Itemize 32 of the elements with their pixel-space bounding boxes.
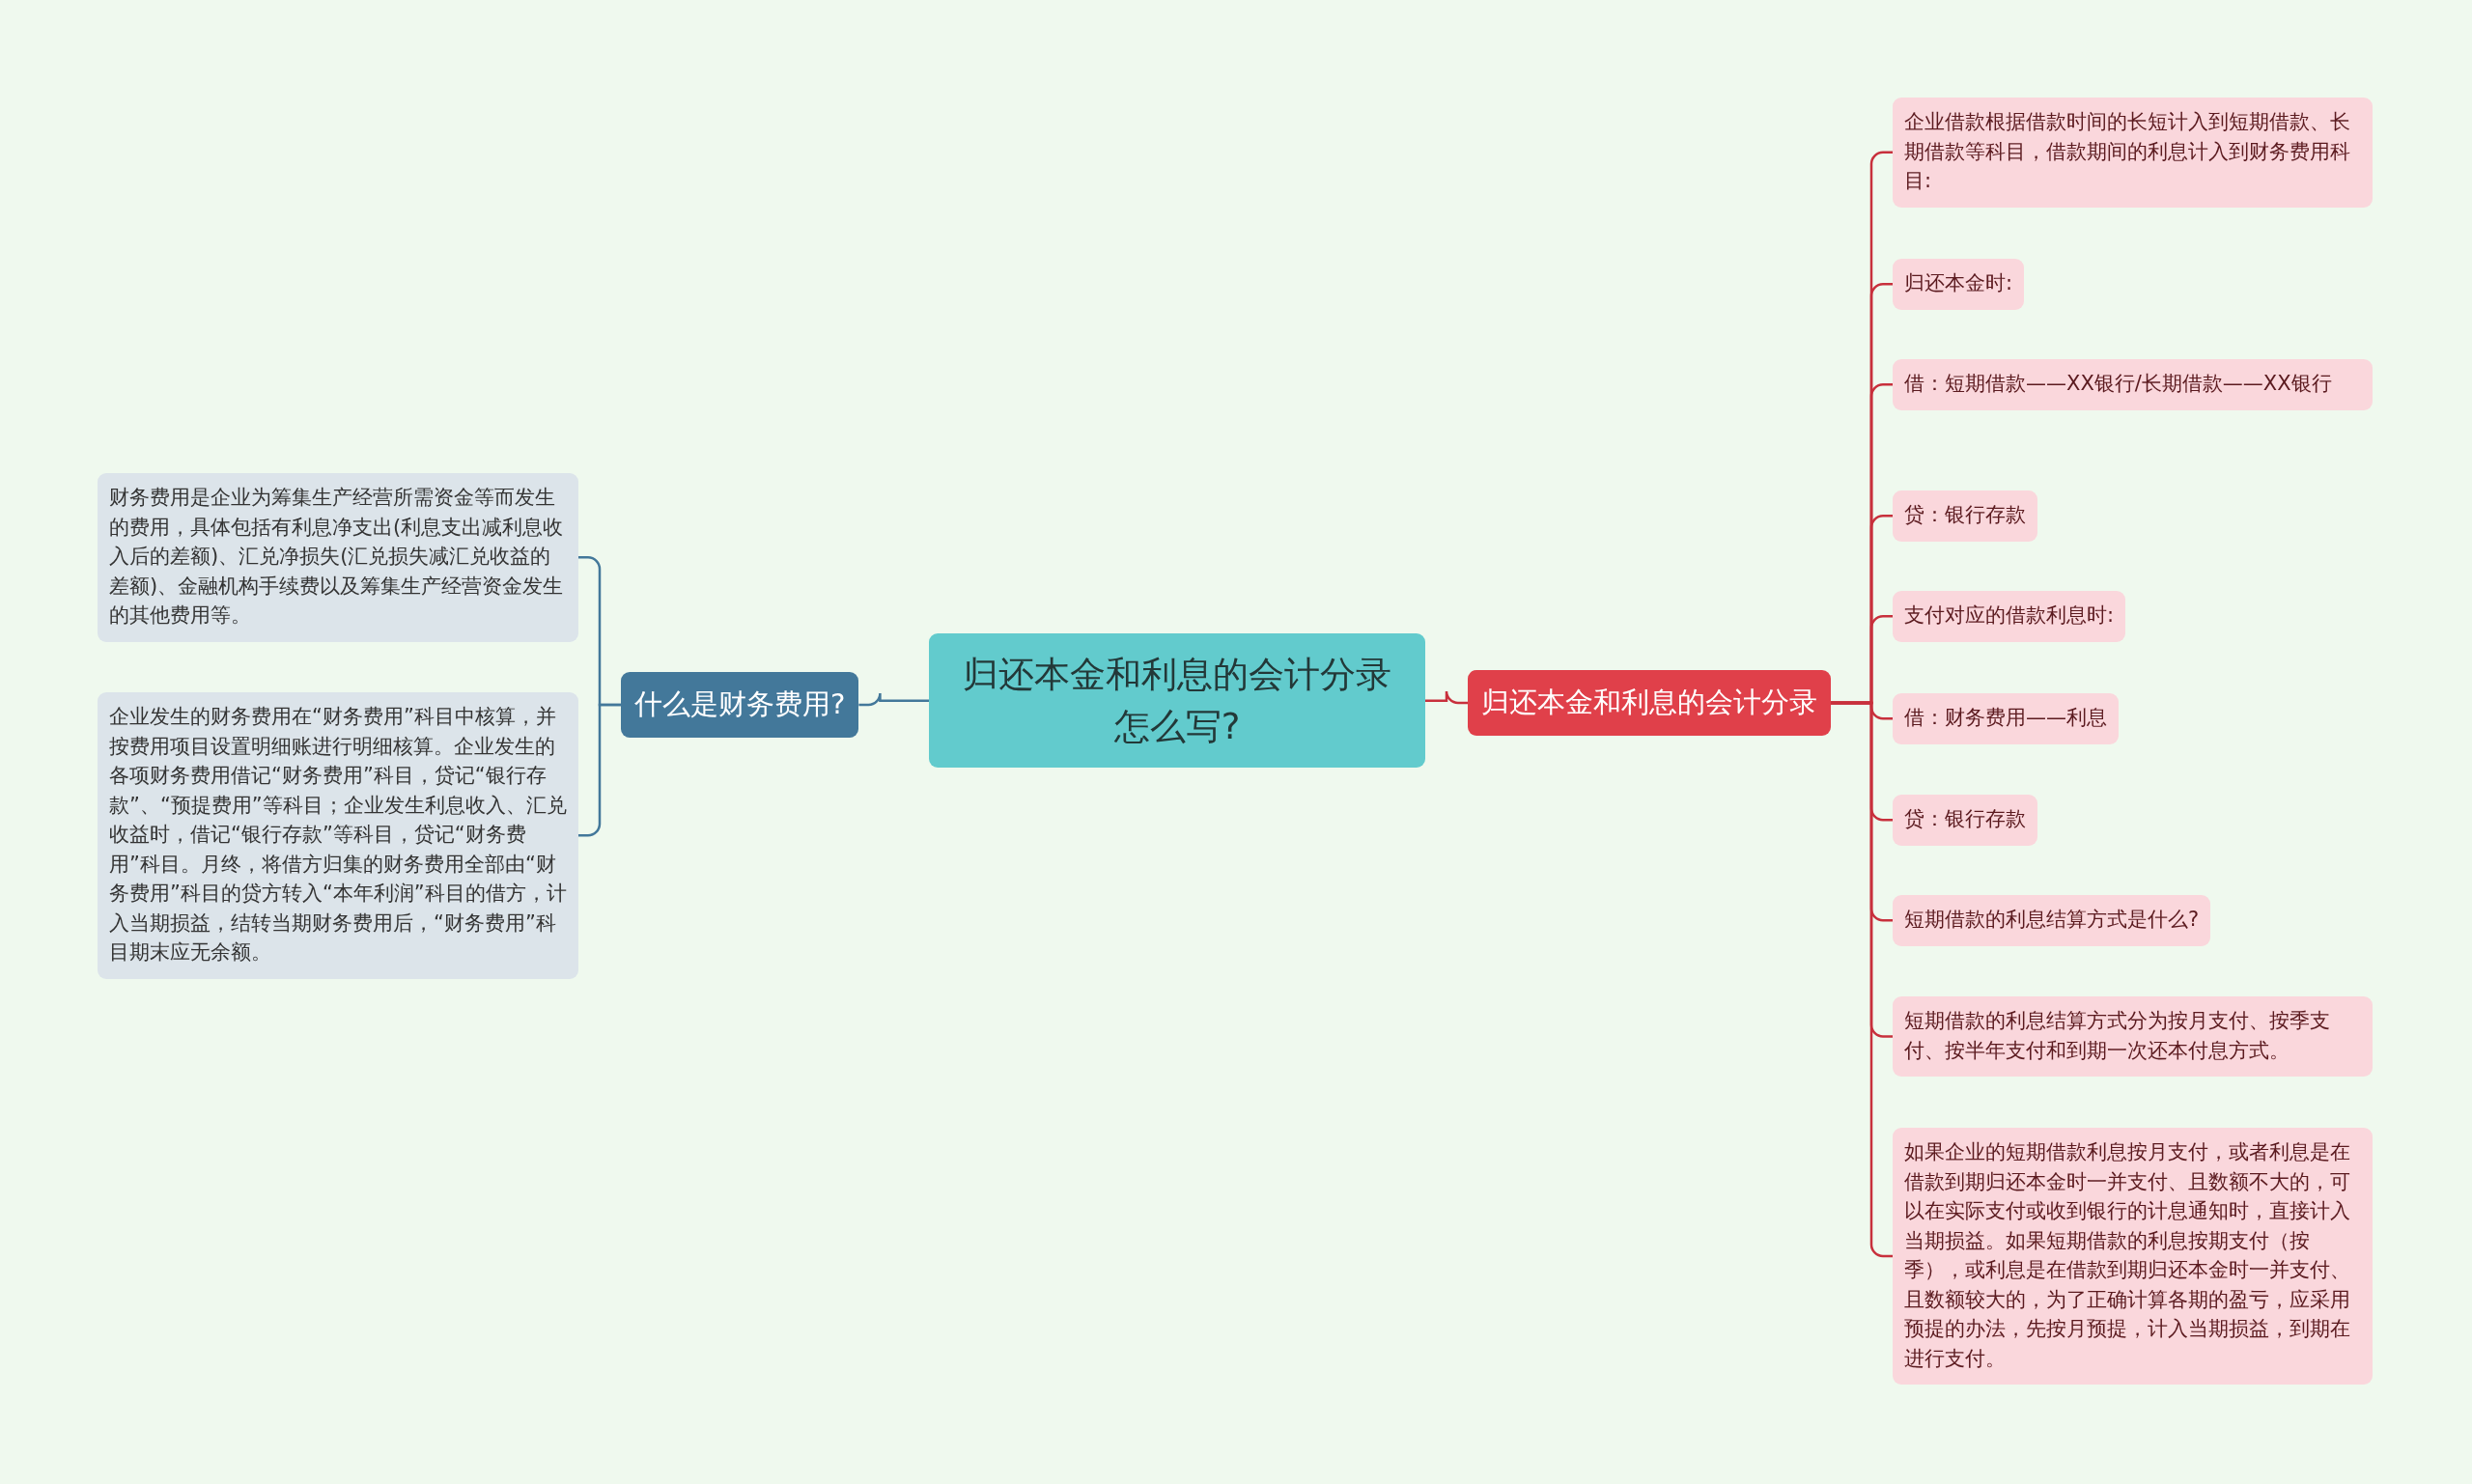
note-text: 归还本金时: [1904,270,2013,296]
topic-text: 归还本金和利息的会计分录 [1481,685,1817,720]
topic-text: 归还本金和利息的会计分录怎么写? [962,653,1392,749]
connector-line [578,703,621,837]
note-card [1893,259,2025,310]
note-card [1893,490,2037,542]
note-text: 企业借款根据借款时间的长短计入到短期借款、长期借款等科目，借款期间的利息计入到财务费用科目: [1904,109,2351,194]
note-card [1893,795,2037,846]
note-text: 财务费用是企业为筹集生产经营所需资金等而发生的费用，具体包括有利息净支出(利息支出减利息收入后的差额)、汇兑净损失(汇兑损失减汇兑收益的差额)、金融机构手续费以及筹集生产经营资金发生的其他费用等。 [109,485,565,629]
note-text: 如果企业的短期借款利息按月支付，或者利息是在借款到期归还本金时一并支付、且数额不大的，可以在实际支付或收到银行的计息通知时，直接计入当期损益。如果短期借款的利息按期支付（按季），或利息是在借款到期归还本金时一并支付、且数额较大的，为了正确计算各期的盈亏，应采用预提的办法，先按月预提，计入当期损益，到期在进行支付。 [1904,1139,2351,1372]
note-text: 短期借款的利息结算方式分为按月支付、按季支付、按半年支付和到期一次还本付息方式。 [1904,1008,2331,1064]
connector-line [858,691,929,707]
note-card [1893,693,2119,744]
note-card [1893,1128,2373,1385]
note-text: 短期借款的利息结算方式是什么? [1904,907,2200,933]
topic-text: 什么是财务费用? [634,686,846,722]
note-card [1893,996,2373,1077]
note-text: 借：短期借款——XX银行/长期借款——XX银行 [1904,371,2333,397]
note-text: 借：财务费用——利息 [1904,705,2107,731]
note-text: 支付对应的借款利息时: [1904,602,2115,629]
note-text: 贷：银行存款 [1904,806,2026,832]
note-card [1893,359,2373,410]
branch-topic [1468,670,1831,736]
note-text: 企业发生的财务费用在“财务费用”科目中核算，并按费用项目设置明细账进行明细核算。企业发生的各项财务费用借记“财务费用”科目，贷记“银行存款”、“预提费用”等科目；企业发生利息收入、汇兑收益时，借记“银行存款”等科目，贷记“财务费用”科目。月终，将借方归集的财务费用全部由“财务费用”科目的贷方转入“本年利润”科目的借方，计入当期损益，结转当期财务费用后，“财务费用”科目期末应无余额。 [109,704,568,966]
connector-line [1425,689,1468,705]
note-card [1893,98,2373,208]
note-card [98,473,578,642]
note-card [1893,591,2126,642]
central-topic [929,633,1425,769]
note-text: 贷：银行存款 [1904,502,2026,528]
note-card [1893,895,2211,946]
branch-topic [621,672,859,738]
